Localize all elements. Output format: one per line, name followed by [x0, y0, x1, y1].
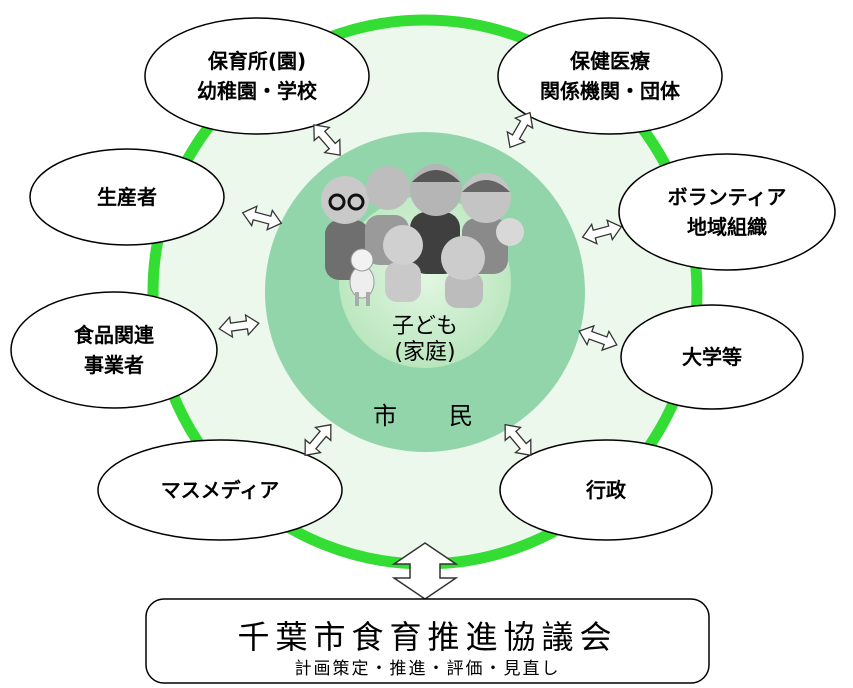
arrow-nursery — [313, 124, 341, 156]
node-health-label: 保健医療 関係機関・団体 — [540, 49, 680, 103]
arrow-government — [504, 423, 532, 457]
arrow-mass-media — [304, 423, 332, 457]
council-box — [145, 598, 710, 684]
node-nursery-ellipse — [144, 17, 370, 135]
child-family-label: 子ども (家庭) — [391, 314, 458, 365]
node-food-business-ellipse — [10, 291, 218, 409]
arrow-volunteer — [581, 219, 623, 245]
node-university-ellipse — [620, 304, 804, 410]
council-title: 千葉市食育推進協議会 — [237, 618, 618, 656]
arrow-health — [506, 111, 534, 149]
node-government-label: 行政 — [586, 478, 626, 502]
node-health-ellipse — [497, 17, 723, 135]
connector-arrows — [218, 111, 623, 457]
arrow-food-business — [218, 313, 260, 339]
arrow-university — [578, 324, 618, 352]
arrow-producers — [241, 205, 283, 231]
node-mass-media-label: マスメディア — [160, 478, 280, 502]
node-food-business-label: 食品関連 事業者 — [74, 323, 154, 377]
node-producers-ellipse — [29, 148, 225, 246]
node-nursery-label: 保育所(園) 幼稚園・学校 — [197, 49, 317, 103]
council-subtitle: 計画策定・推進・評価・見直し — [294, 659, 561, 679]
family-illustration-icon — [321, 164, 524, 308]
node-government-ellipse — [499, 439, 713, 541]
node-volunteer-label: ボランティア 地域組織 — [667, 185, 787, 239]
node-producers-label: 生産者 — [97, 185, 157, 209]
citizens-label: 市 民 — [373, 402, 487, 430]
node-mass-media-ellipse — [97, 439, 343, 541]
node-university-label: 大学等 — [682, 345, 742, 369]
node-volunteer-ellipse — [618, 153, 836, 271]
